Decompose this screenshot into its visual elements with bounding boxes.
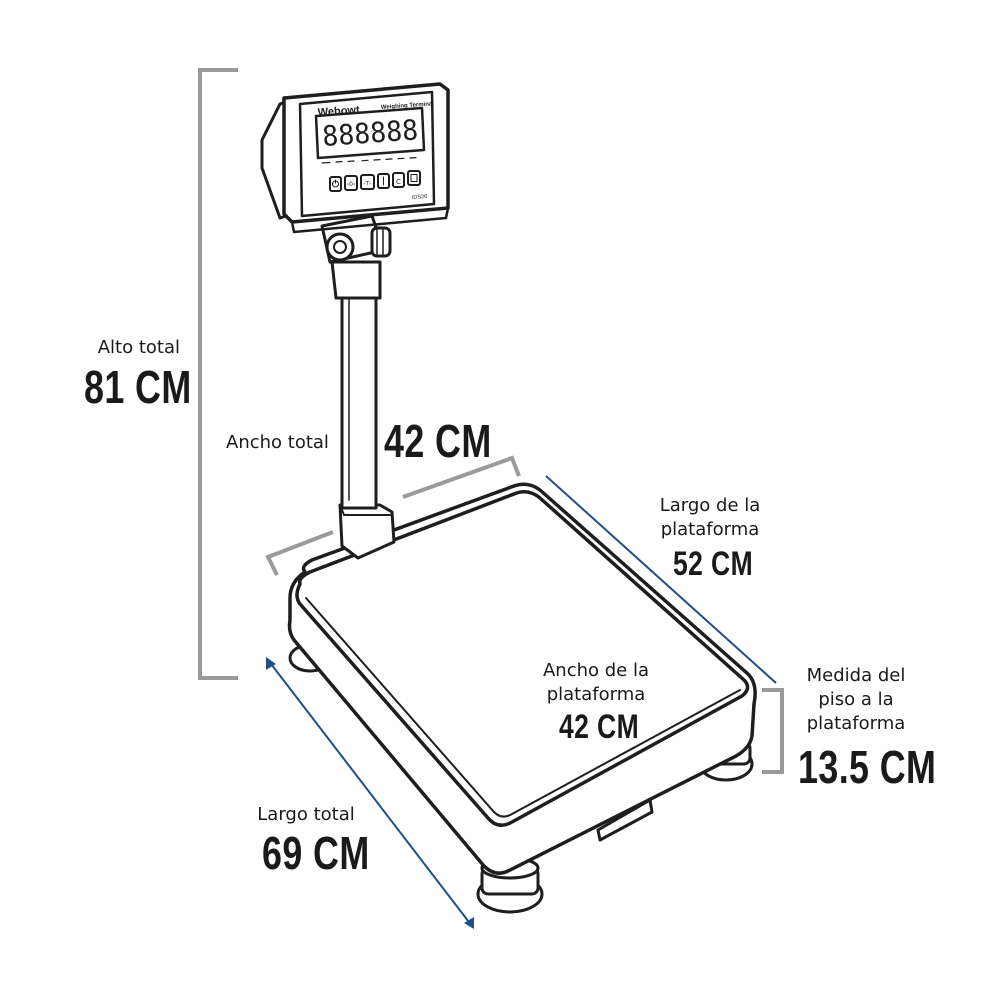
platform-width-label-line2: plataforma — [546, 684, 646, 705]
total-length-label: Largo total — [257, 804, 355, 825]
platform-length-label-line1: Largo de la — [659, 495, 761, 516]
total-width-bracket-left — [265, 530, 334, 576]
svg-text:›0‹: ›0‹ — [347, 181, 356, 188]
scale-illustration: ›0‹ ›T‹ C — [260, 82, 757, 914]
terminal-model: IDS26 — [412, 194, 428, 201]
svg-text:›T‹: ›T‹ — [364, 181, 372, 187]
total-length-value: 69 CM — [262, 827, 370, 879]
indicator-row — [321, 157, 417, 164]
height-value: 81 CM — [84, 361, 192, 413]
platform-length-dimension-line — [545, 475, 777, 684]
zero-button — [344, 175, 358, 191]
total-width-value: 42 CM — [384, 415, 492, 467]
terminal-subtitle: Weighing Terminal — [381, 101, 435, 111]
floor-height-label: Medida del piso a la plataforma — [786, 664, 926, 736]
floor-height-value: 13.5 CM — [798, 741, 937, 793]
platform-length-label: Largo de la plataforma — [630, 494, 790, 542]
total-length-arrow — [266, 657, 474, 929]
pole-base — [338, 503, 396, 560]
total-width-label: Ancho total — [226, 432, 329, 453]
terminal-brand: Webowt — [317, 104, 360, 119]
clear-button — [392, 172, 405, 188]
floor-height-label-line1: Medida del — [806, 665, 906, 686]
height-dimension-bracket — [198, 68, 238, 680]
height-label: Alto total — [60, 336, 180, 360]
display-mount — [330, 260, 382, 300]
platform-top — [295, 490, 750, 827]
print-button — [407, 170, 421, 186]
platform-length-label-line2: plataforma — [660, 519, 760, 540]
pole — [340, 288, 378, 510]
platform-width-label: Ancho de la plataforma — [516, 659, 676, 707]
keypad-icons: ›0‹ ›T‹ C — [332, 174, 418, 188]
lcd-window — [314, 106, 426, 160]
platform-length-value: 52 CM — [673, 545, 754, 583]
svg-text:C: C — [396, 178, 401, 186]
total-width-bracket-right — [402, 455, 521, 499]
floor-height-label-line3: plataforma — [806, 713, 906, 734]
platform-width-value: 42 CM — [559, 708, 640, 746]
platform-width-label-line1: Ancho de la — [542, 660, 649, 681]
floor-height-bracket — [762, 688, 784, 774]
lcd-digits: 888888 — [321, 113, 419, 153]
tare-button — [360, 174, 375, 190]
floor-height-label-line2: piso a la — [818, 689, 894, 710]
height-label-text: Alto total — [97, 337, 180, 358]
power-button — [329, 176, 342, 192]
